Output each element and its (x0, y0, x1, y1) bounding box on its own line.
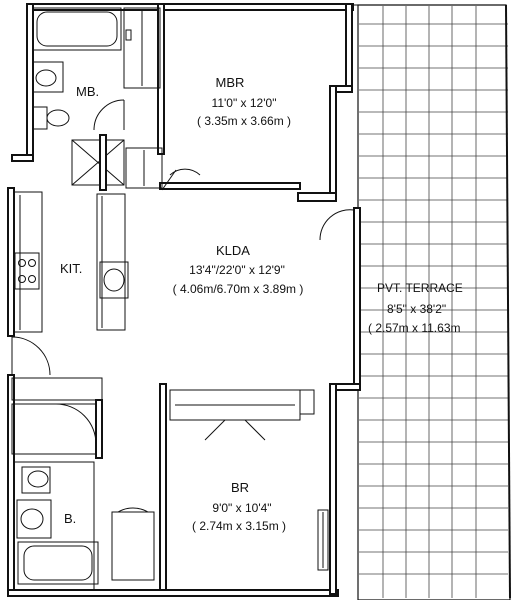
bathtub-icon (36, 11, 118, 47)
entry-door-swing (11, 336, 51, 376)
terrace-dim-imperial: 8'5" x 38'2" (387, 302, 446, 316)
mbr-dim-metric: ( 3.35m x 3.66m ) (197, 114, 291, 128)
linen-closet (111, 511, 155, 581)
b-name: B. (64, 511, 76, 526)
toilet-icon (27, 470, 49, 488)
terrace-name: PVT. TERRACE (377, 281, 463, 295)
bath-door-swing (93, 99, 125, 131)
toilet-icon (46, 109, 70, 127)
br-dim-imperial: 9'0" x 10'4" (212, 501, 271, 515)
kitchen (13, 191, 129, 333)
mb-name: MB. (76, 84, 99, 99)
exterior-walls (7, 3, 361, 597)
klda-dim-imperial: 13'4"/22'0" x 12'9" (189, 263, 285, 277)
second-bath (13, 461, 155, 591)
sink-icon (99, 261, 129, 299)
mbr-partitions (123, 3, 301, 190)
entry-door (11, 336, 51, 376)
klda-name: KLDA (216, 243, 250, 258)
room-labels: MBR 11'0" x 12'0" ( 3.35m x 3.66m ) MB. … (60, 75, 463, 533)
sink-icon (20, 508, 44, 530)
br-name: BR (231, 480, 249, 495)
master-bath (32, 7, 125, 191)
br-window (317, 509, 329, 571)
sink-icon (35, 69, 57, 87)
hall-closets (11, 377, 103, 459)
mbr-dim-imperial: 11'0" x 12'0" (212, 96, 277, 110)
terrace-door (319, 209, 355, 241)
shower-icon (71, 139, 125, 186)
terrace-dim-metric: ( 2.57m x 11.63m (368, 321, 460, 335)
klda-dim-metric: ( 4.06m/6.70m x 3.89m ) (173, 282, 304, 296)
stove-icon (14, 252, 40, 290)
br-partitions (159, 383, 315, 591)
mbr-closet (125, 147, 201, 191)
terrace-area (348, 4, 511, 600)
bathtub-icon (23, 545, 93, 581)
mbr-name: MBR (216, 75, 245, 90)
terrace-tile-grid (359, 6, 508, 598)
kit-name: KIT. (60, 261, 82, 276)
br-dim-metric: ( 2.74m x 3.15m ) (192, 519, 286, 533)
